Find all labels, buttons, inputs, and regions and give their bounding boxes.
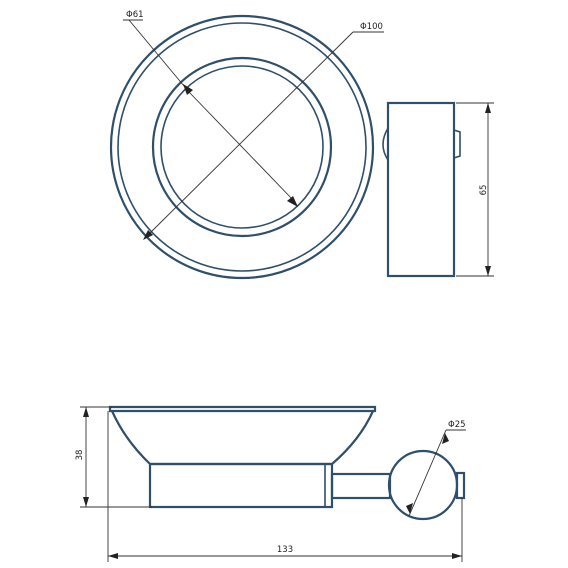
- height-arrow-top: [485, 103, 491, 113]
- support-arm: [330, 472, 392, 500]
- outer-diameter-line: [145, 31, 354, 238]
- wall-plate: [455, 471, 466, 500]
- inner-dish-circle: [151, 56, 333, 238]
- ball-diameter-line: [408, 429, 447, 517]
- inner-diameter-label: Φ61: [126, 10, 144, 20]
- dish-rim: [108, 405, 377, 413]
- front-height-arrow-top: [83, 407, 89, 417]
- inner-diameter-line: [188, 91, 296, 203]
- top-view: Φ61 Φ100: [109, 10, 384, 280]
- total-length-label: 133: [277, 545, 293, 555]
- inner-diameter-arrow-a: [183, 84, 193, 95]
- length-arrow-right: [452, 553, 462, 559]
- holder-base: [148, 462, 334, 509]
- inner-diameter-arrow-b: [287, 196, 298, 207]
- bracket-stud-right: [453, 129, 461, 159]
- dish-bowl: [110, 410, 375, 466]
- outer-rim-circle: [109, 14, 375, 280]
- side-view: 65: [382, 101, 494, 278]
- outer-diameter-arrow: [143, 230, 153, 240]
- wall-bracket-body: [386, 101, 456, 278]
- height-front-label: 38: [75, 450, 85, 461]
- bracket-stud-left: [382, 127, 389, 161]
- wall-ball: [387, 449, 459, 521]
- length-arrow-left: [108, 553, 118, 559]
- outer-rim-inner-circle: [117, 22, 367, 272]
- front-height-arrow-bottom: [83, 497, 89, 507]
- ball-diameter-label: Φ25: [448, 420, 466, 430]
- ball-diameter-arrow-a: [442, 433, 449, 444]
- outer-diameter-label: Φ100: [360, 22, 383, 32]
- height-side-label: 65: [479, 185, 489, 196]
- inner-dish-inner-circle: [160, 65, 324, 229]
- front-view: 38 Φ25 133: [75, 405, 466, 562]
- inner-diameter-leader: [128, 19, 190, 93]
- height-arrow-bottom: [485, 266, 491, 276]
- ball-diameter-arrow-b: [406, 503, 413, 514]
